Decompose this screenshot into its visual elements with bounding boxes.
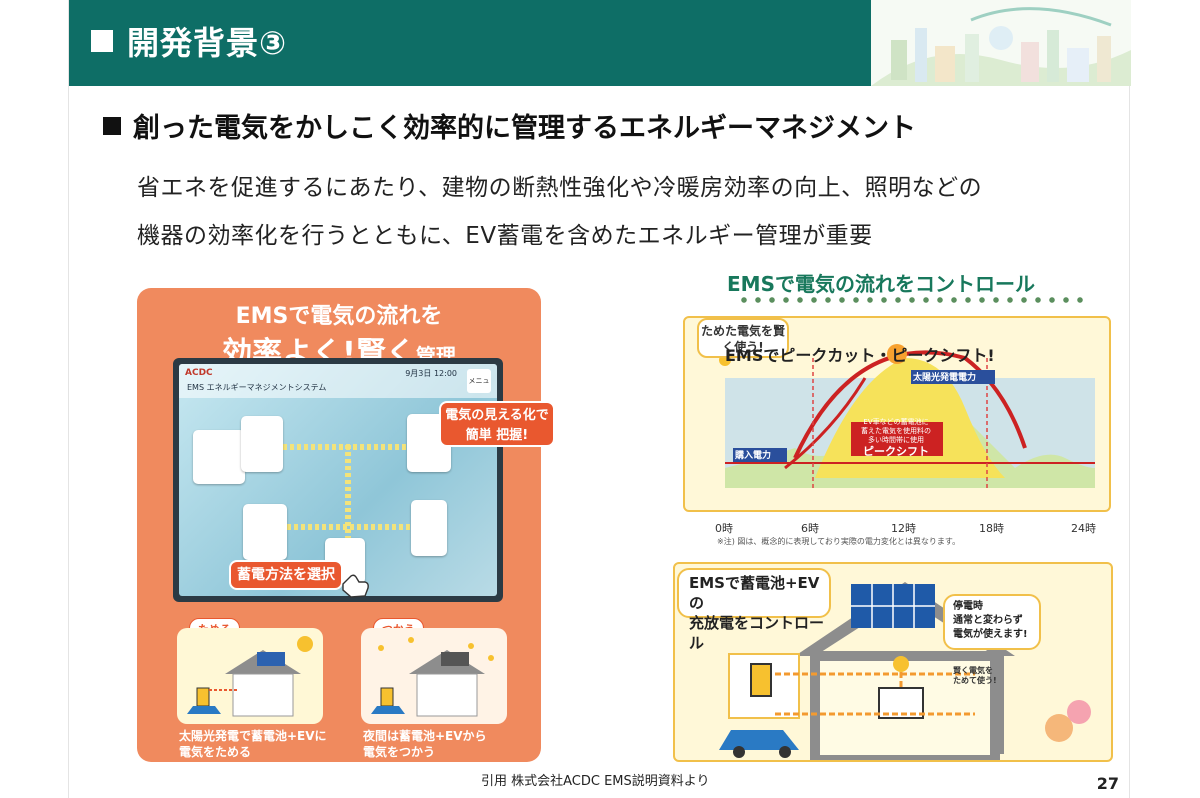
tick-18: 18時 bbox=[979, 522, 1004, 535]
solar-label: 太陽光発電電力 bbox=[913, 373, 977, 383]
source-caption: 引用 株式会社ACDC EMS説明資料より bbox=[481, 774, 710, 789]
house-night-icon bbox=[371, 637, 494, 717]
use-illustration bbox=[361, 628, 507, 724]
battery-ev-bubble-line2: 充放電をコントロール bbox=[689, 614, 825, 652]
battery-ev-bubble: EMSで蓄電池+EVの 充放電をコントロール bbox=[677, 568, 831, 652]
ems-panel: EMSで電気の流れを 効率よく!賢く管理 ACDC EMS エネルギーマネジメン… bbox=[137, 288, 555, 762]
screen-date: 9月3日 12:00 bbox=[405, 369, 457, 378]
visualize-callout: 電気の見える化で簡単 把握! bbox=[439, 401, 555, 447]
page-title: 開発背景③ bbox=[91, 18, 287, 64]
charge-caption: 太陽光発電で蓄電池+EVに 電気をためる bbox=[179, 728, 327, 760]
outage-bubble: 停電時 通常と変わらず 電気が使えます! bbox=[943, 594, 1041, 650]
peak-chart bbox=[683, 316, 1111, 512]
node-ev[interactable] bbox=[243, 504, 287, 560]
page-title-text: 開発背景③ bbox=[127, 24, 288, 62]
pig-caption-line2: ためて使う! bbox=[953, 676, 997, 685]
charge-caption-line1: 太陽光発電で蓄電池+EVに bbox=[179, 729, 327, 743]
tick-0: 0時 bbox=[715, 522, 733, 535]
pig-caption-line1: 賢く電気を bbox=[953, 666, 993, 675]
node-grid[interactable] bbox=[241, 416, 283, 472]
square-bullet-icon bbox=[103, 116, 121, 135]
ems-screen-display: ACDC EMS エネルギーマネジメントシステム 9月3日 12:00 メニュー bbox=[179, 364, 497, 596]
acdc-logo: ACDC bbox=[185, 368, 213, 378]
peak-chart-graphic bbox=[719, 344, 1095, 488]
tick-6: 6時 bbox=[801, 522, 819, 535]
pig-caption: 賢く電気を ためて使う! bbox=[953, 666, 997, 686]
outage-bubble-line3: 電気が使えます! bbox=[953, 629, 1028, 640]
body-line-1: 省エネを促進するにあたり、建物の断熱性強化や冷暖房効率の向上、照明などの bbox=[137, 175, 983, 201]
control-title: EMSで電気の流れをコントロール bbox=[727, 272, 1035, 296]
charge-illustration bbox=[177, 628, 323, 724]
use-caption-line2: 電気をつかう bbox=[363, 745, 436, 759]
charge-caption-line2: 電気をためる bbox=[179, 745, 252, 759]
outage-bubble-line1: 停電時 bbox=[953, 601, 983, 612]
square-bullet-icon bbox=[91, 30, 113, 52]
tick-12: 12時 bbox=[891, 522, 916, 535]
screen-system-name: EMS エネルギーマネジメントシステム bbox=[187, 383, 327, 392]
flow-line bbox=[259, 524, 431, 530]
body-line-2: 機器の効率化を行うとともに、EV蓄電を含めたエネルギー管理が重要 bbox=[137, 223, 873, 249]
peak-shift-line2: 蓄えた電気を使用料の bbox=[861, 427, 931, 435]
peak-shift-line1: EV車などの蓄電池に bbox=[863, 418, 929, 426]
peak-shift-label: ピークシフト bbox=[863, 445, 929, 458]
house-charge-icon bbox=[187, 636, 313, 717]
peak-chart-title: EMSでピークカット・ピークシフト! bbox=[725, 346, 995, 365]
tick-24: 24時 bbox=[1071, 522, 1096, 535]
ems-screen: ACDC EMS エネルギーマネジメントシステム 9月3日 12:00 メニュー bbox=[173, 358, 503, 602]
peak-shift-line3: 多い時間帯に使用 bbox=[868, 436, 924, 444]
city-illustration bbox=[871, 0, 1131, 86]
section-heading-text: 創った電気をかしこく効率的に管理するエネルギーマネジメント bbox=[133, 113, 916, 144]
screen-header bbox=[179, 364, 497, 398]
slide: 開発背景③ 創った電気をかしこく効率的に管理するエネルギーマネジメント 省エネを… bbox=[68, 0, 1131, 798]
node-battery[interactable] bbox=[411, 500, 447, 556]
chart-note: ※注) 図は、概念的に表現しており実際の電力変化とは異なります。 bbox=[717, 537, 961, 546]
node-panel[interactable] bbox=[193, 430, 245, 484]
peak-shift-note: EV車などの蓄電池に 蓄えた電気を使用料の 多い時間帯に使用 ピークシフト bbox=[851, 418, 941, 459]
use-caption-line1: 夜間は蓄電池+EVから bbox=[363, 729, 487, 743]
visualize-callout-text: 電気の見える化で簡単 把握! bbox=[445, 408, 549, 443]
page-number: 27 bbox=[1096, 774, 1119, 793]
dotted-underline bbox=[737, 296, 1089, 304]
ems-panel-title-line1: EMSで電気の流れを bbox=[235, 304, 443, 329]
flow-line bbox=[241, 444, 431, 450]
hand-pointer-icon bbox=[342, 574, 369, 598]
select-storage-callout: 蓄電方法を選択 bbox=[229, 560, 343, 590]
flow-line bbox=[345, 444, 351, 554]
use-caption: 夜間は蓄電池+EVから 電気をつかう bbox=[363, 728, 487, 760]
header-bar: 開発背景③ bbox=[69, 0, 1131, 86]
buy-power-label: 購入電力 bbox=[735, 451, 772, 461]
screen-menu-button[interactable]: メニュー bbox=[467, 369, 491, 409]
outage-bubble-line2: 通常と変わらず bbox=[953, 615, 1023, 626]
use-stored-bubble: ためた電気を賢く使う! bbox=[697, 318, 789, 358]
battery-ev-bubble-line1: EMSで蓄電池+EVの bbox=[689, 574, 820, 612]
section-heading: 創った電気をかしこく効率的に管理するエネルギーマネジメント bbox=[103, 106, 916, 145]
